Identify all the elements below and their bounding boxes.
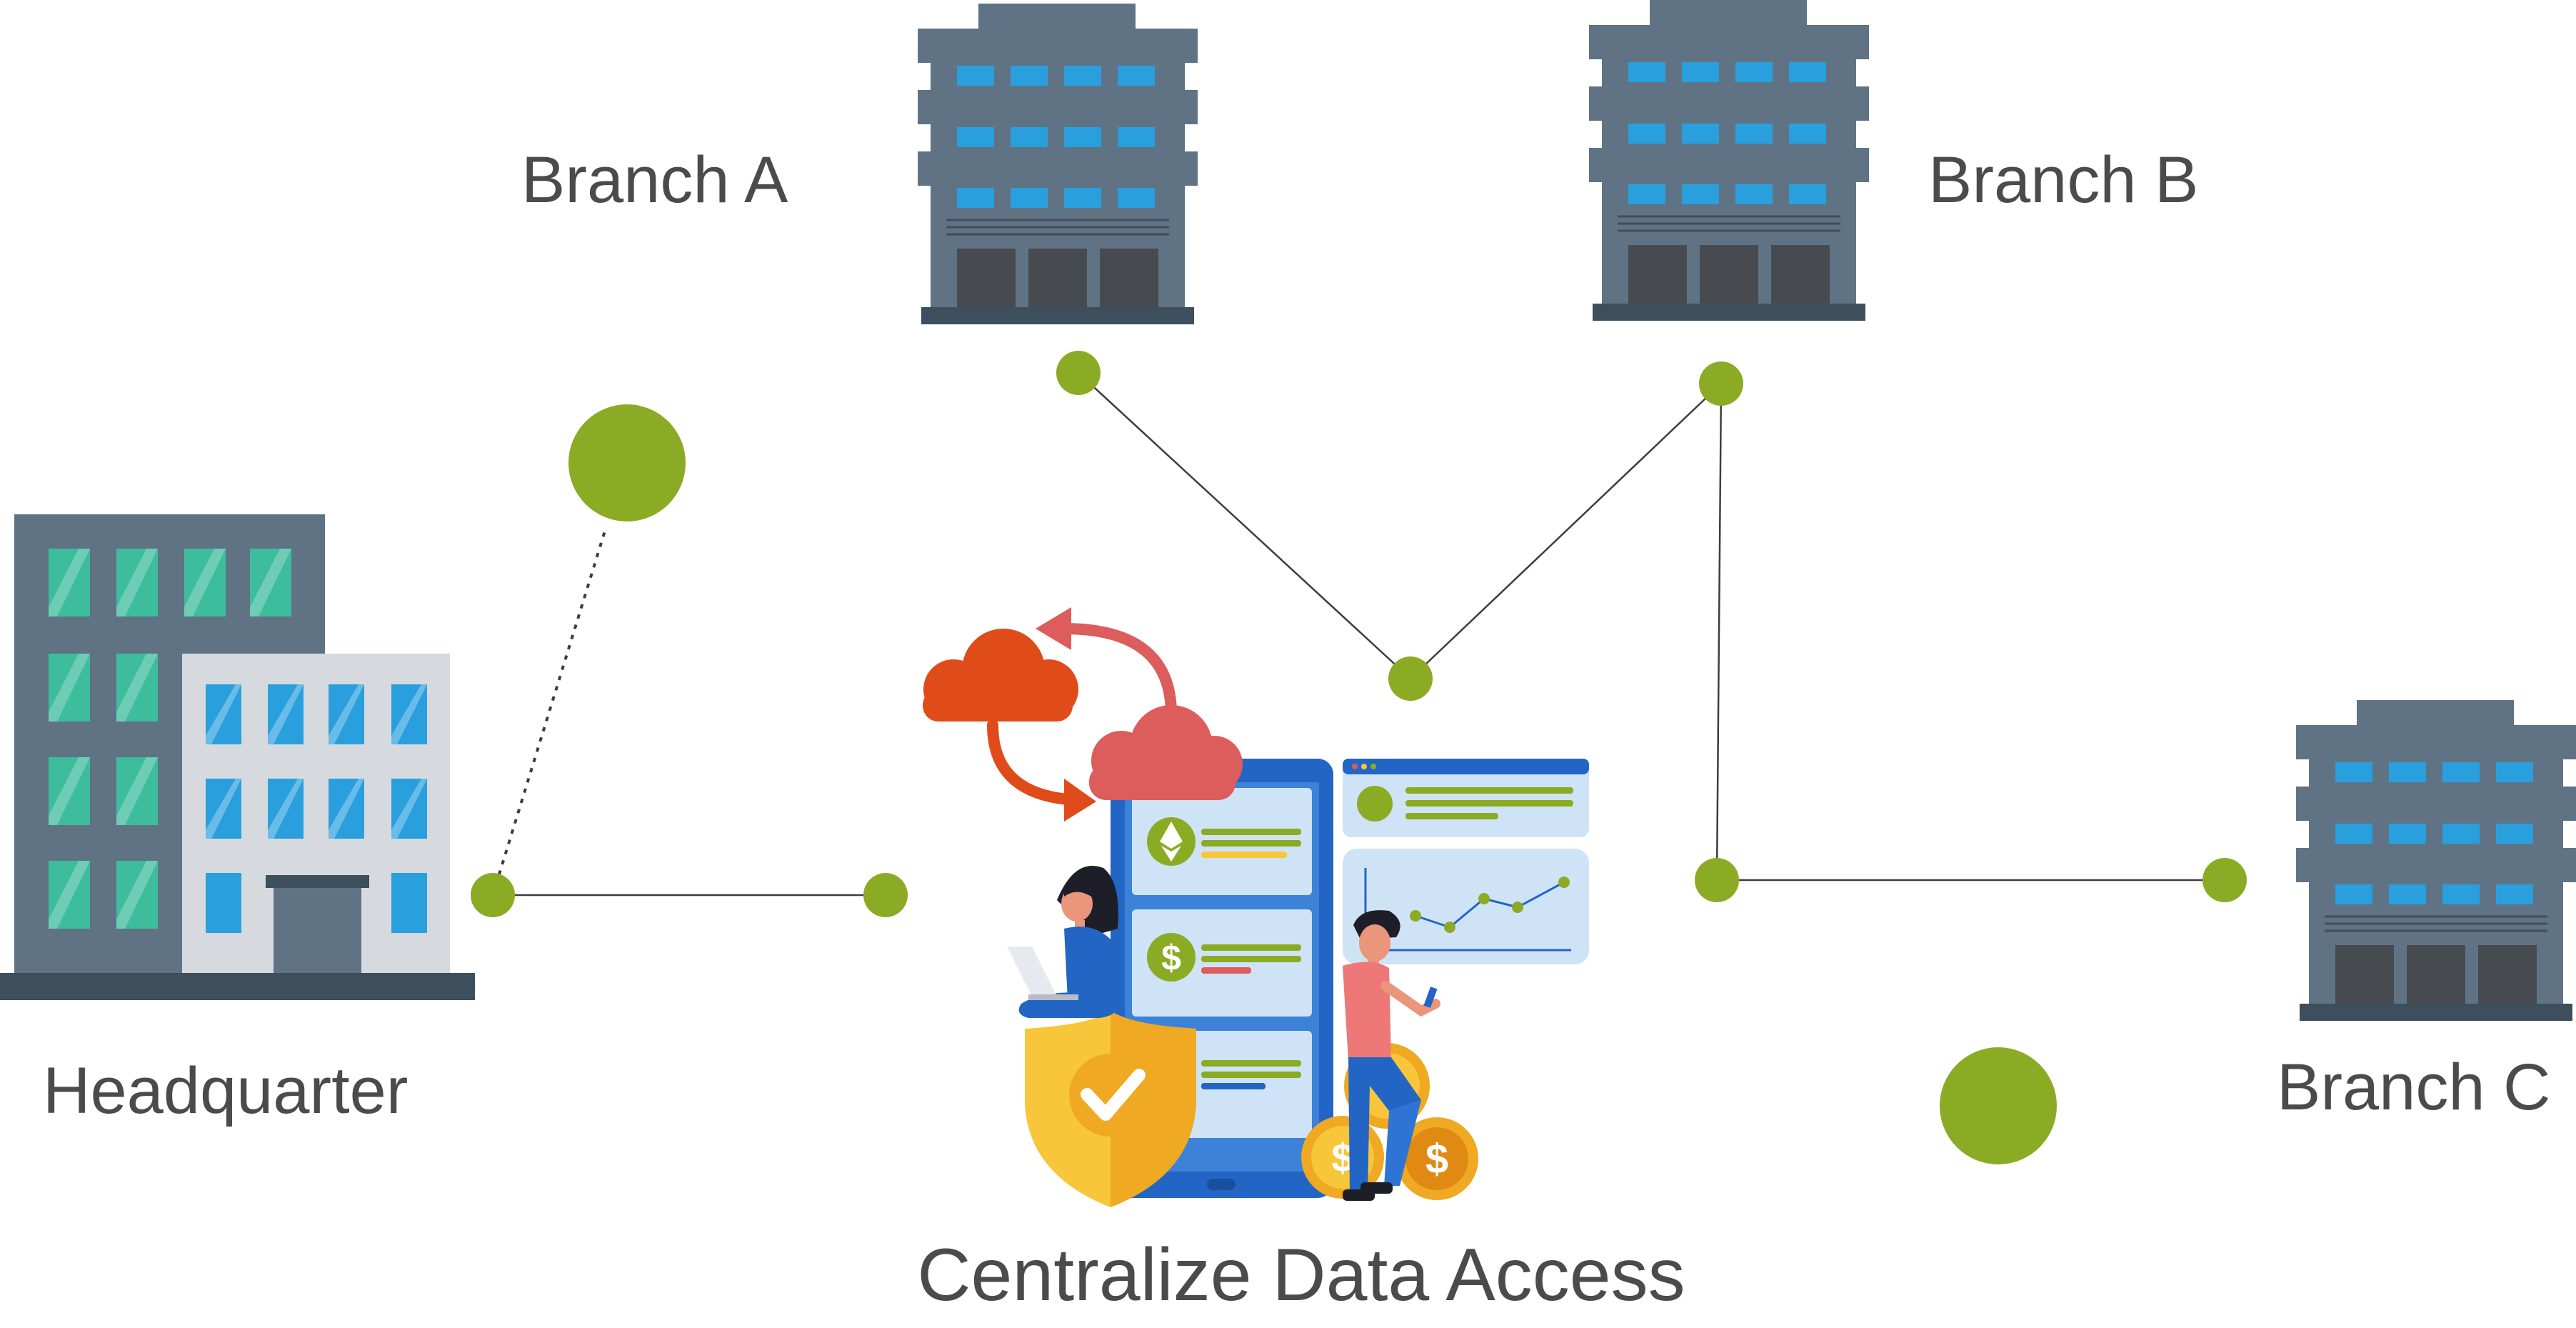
node-branchc <box>2202 858 2247 902</box>
branch-a-building-icon <box>918 4 1198 324</box>
label-branch-a: Branch A <box>521 144 788 216</box>
check-icon <box>1081 1069 1146 1121</box>
arrow-head-bottom-icon <box>1064 779 1096 822</box>
label-branch-c: Branch C <box>2277 1051 2551 1124</box>
ethereum-icon <box>1160 822 1183 849</box>
security-shield-icon <box>1025 1011 1196 1207</box>
node-large-bottom <box>1940 1047 2057 1164</box>
node-brancha <box>1056 351 1101 395</box>
node-branchb <box>1699 361 1743 406</box>
man-with-phone <box>1343 910 1440 1201</box>
arrow-head-top-icon <box>1036 607 1071 650</box>
svg-text:$: $ <box>1425 1136 1448 1182</box>
branch-c-building-icon <box>2296 700 2576 1021</box>
branch-b-building-icon <box>1589 0 1869 321</box>
card-plain <box>1201 1060 1301 1089</box>
sync-arrows-icon <box>987 623 1177 806</box>
dollar-icon: $ <box>1161 938 1181 978</box>
label-branch-b: Branch B <box>1928 144 2198 216</box>
node-large-top <box>568 404 686 521</box>
link-branchb-down <box>1715 383 1723 881</box>
card-ethereum <box>1147 817 1301 866</box>
central-illustration: $ <box>923 607 1589 1207</box>
nodes <box>471 351 2247 1164</box>
cloud-orange-icon <box>923 629 1078 722</box>
headquarter-building-icon <box>0 514 475 1000</box>
label-headquarter: Headquarter <box>43 1054 408 1127</box>
node-hq <box>471 873 515 917</box>
cloud-pink-icon <box>1089 705 1243 800</box>
node-right-junction <box>1695 858 1739 902</box>
label-center: Centralize Data Access <box>917 1234 1685 1317</box>
browser-window-icon <box>1343 759 1589 837</box>
card-dollar: $ <box>1147 933 1301 982</box>
link-brancha-center <box>1078 372 1411 679</box>
node-center-top <box>1388 656 1433 701</box>
node-center-left <box>863 873 908 917</box>
link-center-branchb <box>1410 383 1722 679</box>
woman-with-laptop <box>1007 866 1118 1018</box>
connection-lines <box>491 372 2225 897</box>
link-hq-dotted <box>491 528 607 896</box>
